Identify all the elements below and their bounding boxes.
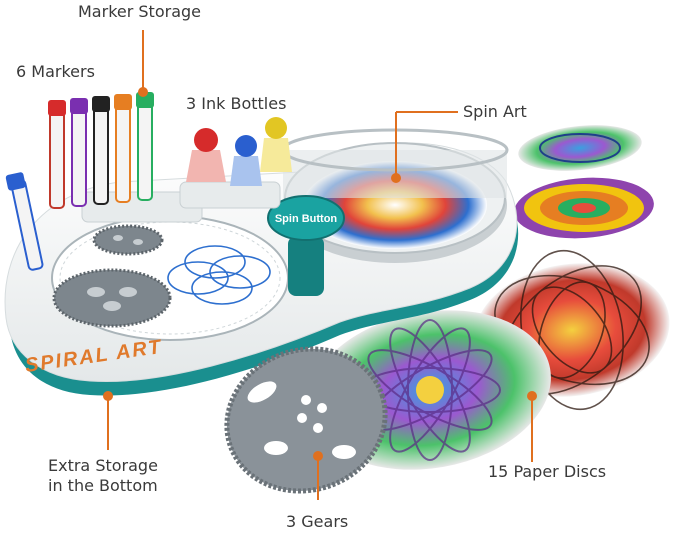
spin-art-bowl <box>281 128 509 263</box>
gear-icon <box>52 268 172 328</box>
marker-icon <box>114 94 132 203</box>
extra-storage-label: Extra Storage in the Bottom <box>48 456 198 496</box>
paper-discs-label: 15 Paper Discs <box>488 462 607 481</box>
marker-icon <box>70 98 88 207</box>
spin-button[interactable] <box>267 195 345 296</box>
gear-icon <box>92 224 164 256</box>
extra-storage-line-2: in the Bottom <box>48 476 158 495</box>
spin-art-label: Spin Art <box>463 102 527 121</box>
marker-icon <box>92 96 110 205</box>
ink-bottle-icon <box>186 128 226 182</box>
marker-icon <box>136 92 154 201</box>
callout-dots <box>103 87 537 461</box>
marker-storage-slots <box>81 181 281 223</box>
ink-bottle-icon <box>260 117 292 172</box>
ink-bottle-icon <box>230 135 262 186</box>
spin-button-label: Spin Button <box>275 213 338 225</box>
marker-icon <box>48 100 66 209</box>
extra-storage-line-1: Extra Storage <box>48 456 158 475</box>
marker-icon <box>5 172 44 271</box>
ink-bottles-label: 3 Ink Bottles <box>186 94 287 113</box>
paper-disc-icon <box>518 125 642 171</box>
marker-storage-label: Marker Storage <box>78 2 201 21</box>
gears-label: 3 Gears <box>286 512 349 531</box>
callout-lines <box>107 30 533 500</box>
gear-icon <box>224 346 388 494</box>
six-markers-label: 6 Markers <box>16 62 95 81</box>
paper-disc-icon <box>514 177 654 239</box>
